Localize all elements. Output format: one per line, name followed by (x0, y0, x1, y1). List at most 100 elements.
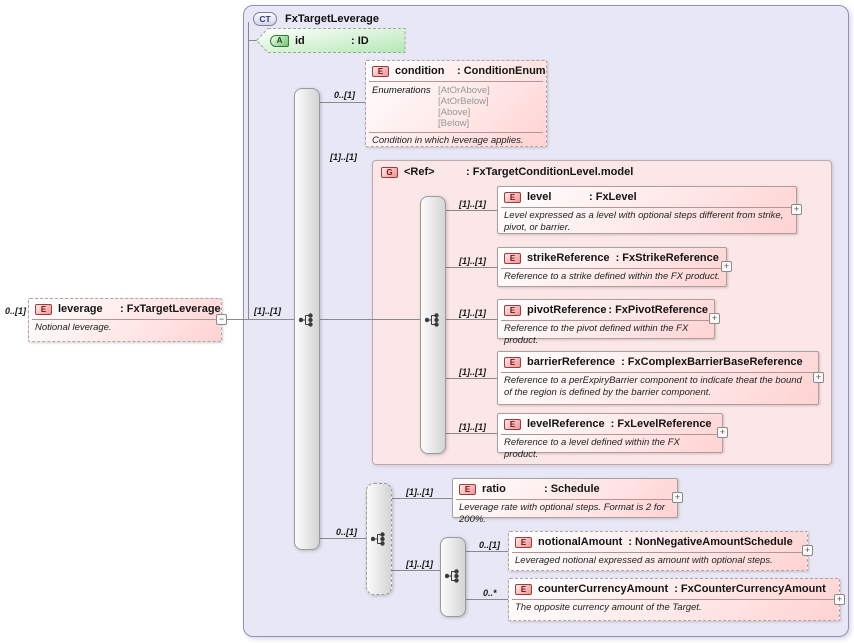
element-icon: E (35, 303, 52, 315)
expand-button[interactable]: + (672, 492, 683, 503)
element-level[interactable]: E level : FxLevel Level expressed as a l… (497, 186, 802, 235)
element-type: : FxComplexBarrierBaseReference (621, 356, 803, 368)
connector-to-attribute (248, 40, 258, 41)
element-name: condition (395, 65, 445, 77)
element-icon: E (515, 583, 532, 595)
attribute-type: : ID (351, 34, 369, 47)
connector-trunk (248, 22, 249, 319)
cardinality-label: [1]..[1] (254, 306, 281, 316)
connector-to-notionalamount (466, 551, 508, 552)
connector-to-pivotreference (446, 319, 497, 320)
element-leverage[interactable]: E leverage : FxTargetLeverage Notional l… (28, 298, 227, 342)
element-countercurrencyamount[interactable]: E counterCurrencyAmount : FxCounterCurre… (508, 578, 845, 621)
element-type: : FxTargetLeverage (120, 303, 221, 315)
element-annotation: Reference to a perExpiryBarrier componen… (501, 372, 815, 400)
expand-button[interactable]: + (721, 261, 732, 272)
connector-root-entry (227, 319, 294, 320)
element-levelreference[interactable]: E levelReference : FxLevelReference Refe… (497, 413, 728, 460)
cardinality-label: [1]..[1] (406, 487, 433, 497)
connector-to-seq2 (392, 570, 440, 571)
expand-button[interactable]: + (709, 313, 720, 324)
group-icon: G (381, 166, 398, 178)
group-type: : FxTargetConditionLevel.model (466, 166, 634, 178)
complex-type-title: FxTargetLeverage (285, 13, 379, 25)
element-type: : FxStrikeReference (615, 252, 719, 264)
enumeration-values: [AtOrAbove] [AtOrBelow] [Above] [Below] (438, 85, 490, 129)
element-annotation: Reference to a level defined within the … (501, 434, 719, 462)
sequence-bar-amounts[interactable] (440, 537, 466, 617)
attribute-name: id (295, 34, 305, 47)
element-notionalamount[interactable]: E notionalAmount : NonNegativeAmountSche… (508, 531, 813, 571)
sequence-bar-group[interactable] (420, 196, 446, 454)
cardinality-label: [1]..[1] (459, 199, 486, 209)
connector-to-ratio (392, 498, 452, 499)
element-type: : Schedule (544, 483, 600, 495)
element-ratio[interactable]: E ratio : Schedule Leverage rate with op… (452, 478, 683, 525)
attribute-tag-shape (255, 28, 406, 53)
element-type: : FxLevel (589, 191, 637, 203)
element-icon: E (504, 356, 521, 368)
connector-to-countercurrencyamount (466, 599, 508, 600)
cardinality-label: 0..[1] (5, 306, 27, 316)
element-icon: E (504, 252, 521, 264)
element-icon: E (372, 65, 389, 77)
cardinality-label: 0..* (483, 588, 497, 598)
expand-button[interactable]: + (813, 372, 824, 383)
sequence-icon (371, 532, 385, 546)
element-annotation: Reference to the pivot defined within th… (501, 320, 711, 348)
enumeration-value: [AtOrBelow] (438, 96, 489, 107)
element-name: barrierReference (527, 356, 616, 368)
element-name: counterCurrencyAmount (538, 583, 669, 595)
element-name: level (527, 191, 552, 203)
connector-to-level (446, 210, 497, 211)
expand-button[interactable]: + (791, 204, 802, 215)
enumeration-value: [AtOrAbove] (438, 85, 490, 96)
connector-to-levelreference (446, 433, 497, 434)
enumeration-value: [Above] (438, 107, 471, 118)
element-annotation: The opposite currency amount of the Targ… (512, 599, 836, 615)
element-icon: E (515, 536, 532, 548)
attribute-id[interactable]: A id : ID (255, 28, 406, 53)
element-type: : FxPivotReference (608, 304, 708, 316)
cardinality-label: [1]..[1] (406, 559, 433, 569)
sequence-bar-main[interactable] (294, 88, 320, 550)
element-name: levelReference (527, 418, 605, 430)
connector-to-barrierreference (446, 378, 497, 379)
cardinality-label: [1]..[1] (459, 422, 486, 432)
sequence-icon (299, 313, 313, 327)
element-annotation: Leverage rate with optional steps. Forma… (456, 499, 674, 527)
group-name: <Ref> (404, 166, 435, 178)
element-type: : FxLevelReference (610, 418, 712, 430)
element-barrierreference[interactable]: E barrierReference : FxComplexBarrierBas… (497, 351, 824, 405)
divider (369, 81, 543, 82)
element-icon: E (504, 191, 521, 203)
element-strikereference[interactable]: E strikeReference : FxStrikeReference Re… (497, 247, 732, 287)
cardinality-label: 0..[1] (334, 90, 356, 100)
element-annotation: Leveraged notional expressed as amount w… (512, 552, 804, 568)
sequence-bar-optional[interactable] (366, 483, 392, 595)
enumeration-value: [Below] (438, 118, 470, 129)
element-annotation: Condition in which leverage applies. (369, 132, 543, 148)
collapse-button[interactable]: − (216, 314, 227, 325)
cardinality-label: [1]..[1] (459, 308, 486, 318)
element-annotation: Reference to a strike defined within the… (501, 268, 723, 284)
expand-button[interactable]: + (834, 593, 845, 605)
cardinality-label: 0..[1] (479, 540, 501, 550)
group-header: G <Ref> : FxTargetConditionLevel.model (373, 161, 831, 178)
element-pivotreference[interactable]: E pivotReference : FxPivotReference Refe… (497, 299, 720, 346)
expand-button[interactable]: + (802, 545, 813, 556)
element-type: : FxCounterCurrencyAmount (674, 583, 826, 595)
element-name: leverage (58, 303, 103, 315)
connector-to-bottom-seq (320, 538, 366, 539)
sequence-icon (445, 569, 459, 583)
connector-to-strikereference (446, 267, 497, 268)
enumerations-label: Enumerations (372, 85, 431, 96)
element-name: ratio (482, 483, 506, 495)
element-icon: E (504, 304, 521, 316)
element-icon: E (459, 483, 476, 495)
expand-button[interactable]: + (717, 427, 728, 438)
element-annotation: Level expressed as a level with optional… (501, 207, 793, 235)
element-condition[interactable]: E condition : ConditionEnum Enumerations… (365, 60, 547, 147)
enumerations-section: Enumerations [AtOrAbove] [AtOrBelow] [Ab… (366, 82, 546, 132)
connector-to-group (320, 319, 420, 320)
